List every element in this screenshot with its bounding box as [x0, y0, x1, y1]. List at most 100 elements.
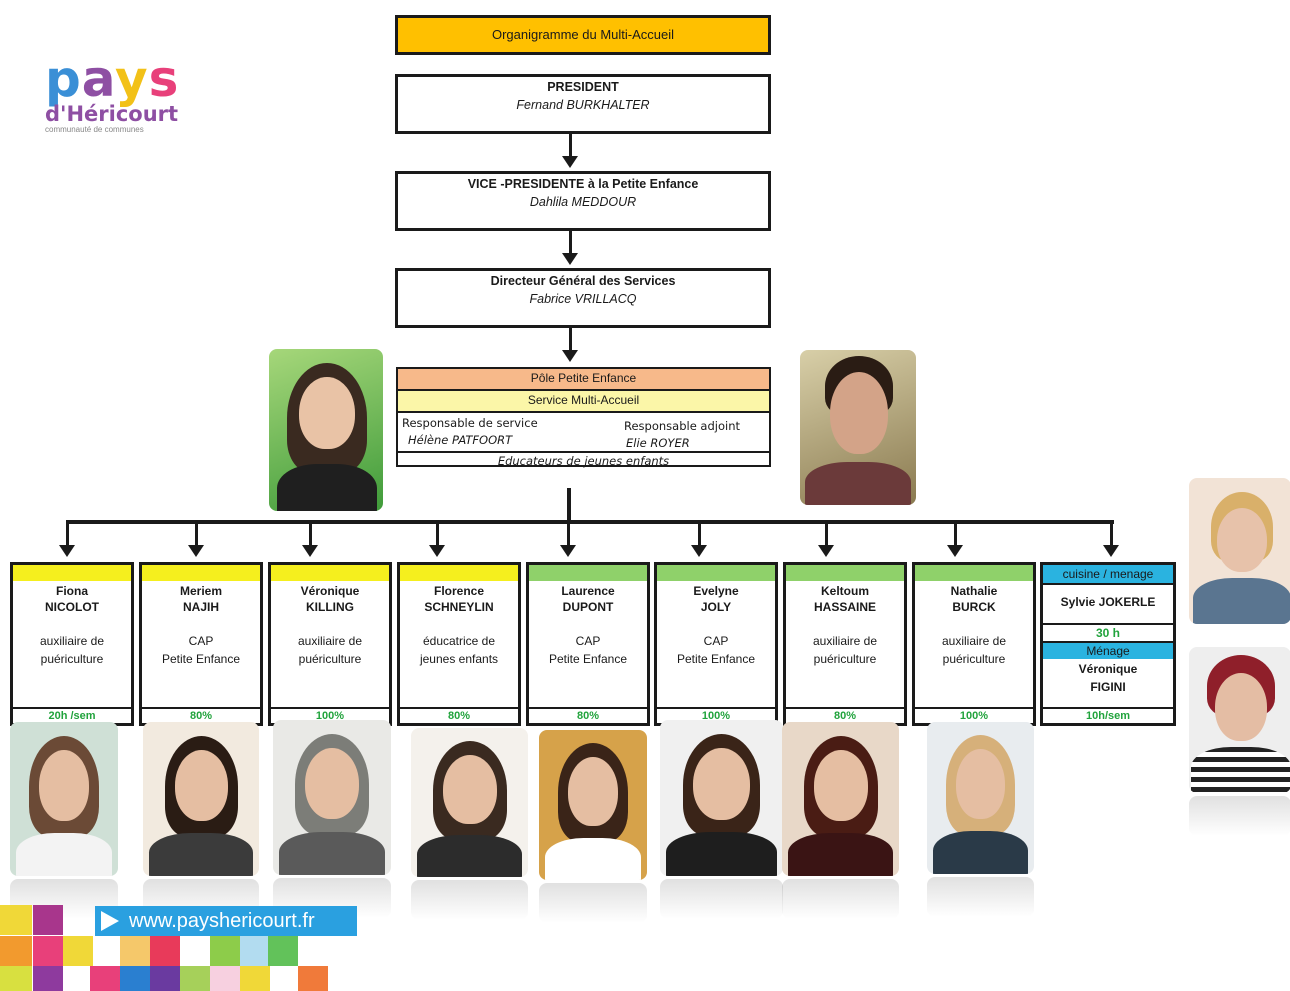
team-drop-arrow: [429, 545, 445, 557]
team-drop-line: [825, 522, 828, 546]
mosaic-square: [268, 936, 298, 966]
resp-name: Hélène PATFOORT: [408, 433, 513, 447]
staff-job-line2: puériculture: [813, 652, 877, 666]
staff-last-name: NAJIH: [182, 600, 219, 614]
website-url[interactable]: www.payshericourt.fr: [129, 910, 315, 932]
staff-card: Evelyne JOLY CAP Petite Enfance 100%: [654, 562, 778, 726]
mosaic-square: [33, 905, 63, 935]
team-drop-arrow: [947, 545, 963, 557]
staff-first-name: Meriem: [179, 584, 223, 598]
chart-title-text: Organigramme du Multi-Accueil: [491, 27, 675, 42]
dgs-name: Fabrice VRILLACQ: [529, 292, 637, 306]
staff-job-line1: CAP: [575, 634, 601, 648]
staff-job-line2: puériculture: [298, 652, 362, 666]
staff-first-name: Evelyne: [693, 584, 739, 598]
arrow-3: [562, 350, 578, 362]
staff-job: CAP Petite Enfance: [529, 632, 647, 668]
staff-band: [657, 565, 775, 581]
staff-job-line1: auxiliaire de: [39, 634, 105, 648]
staff-time: 100%: [271, 707, 389, 723]
president-box: PRESIDENT Fernand BURKHALTER: [395, 74, 771, 134]
staff-job-line1: éducatrice de: [422, 634, 496, 648]
photo-reflection: [539, 883, 647, 923]
staff-last-name: BURCK: [952, 600, 996, 614]
staff-card: Fiona NICOLOT auxiliaire de puériculture…: [10, 562, 134, 726]
mosaic-square: [240, 936, 270, 966]
logo: pays d'Héricourt communauté de communes: [45, 54, 210, 140]
staff-job: CAP Petite Enfance: [657, 632, 775, 668]
photo-staff: [143, 722, 259, 876]
mosaic-square: [0, 905, 32, 935]
mosaic-square: [240, 966, 270, 991]
photo-staff: [273, 720, 391, 875]
arrow-right-icon: [101, 911, 119, 931]
staff-first-name: Fiona: [56, 584, 88, 598]
president-role: PRESIDENT: [547, 80, 619, 94]
staff-last-name: HASSAINE: [813, 600, 876, 614]
staff-last-name: JOLY: [700, 600, 732, 614]
mosaic-square: [210, 936, 240, 966]
staff-job-line2: Petite Enfance: [548, 652, 628, 666]
photo-staff: [539, 730, 647, 880]
mosaic-square: [120, 966, 150, 991]
team-drop-arrow: [691, 545, 707, 557]
mosaic-square: [298, 966, 328, 991]
photo-staff: [10, 722, 118, 876]
team-drop-line: [436, 522, 439, 546]
team-drop-line: [195, 522, 198, 546]
staff-job-line2: Petite Enfance: [676, 652, 756, 666]
staff-time: 80%: [142, 707, 260, 723]
staff-time: 20h /sem: [13, 707, 131, 723]
staff-job-line1: CAP: [703, 634, 729, 648]
staff-band: [786, 565, 904, 581]
staff-job: auxiliaire de puériculture: [786, 632, 904, 668]
staff-job-line1: auxiliaire de: [812, 634, 878, 648]
staff-card: Meriem NAJIH CAP Petite Enfance 80%: [139, 562, 263, 726]
team-drop-line: [309, 522, 312, 546]
staff-band: [915, 565, 1033, 581]
staff-job-line1: CAP: [188, 634, 214, 648]
staff-card: Véronique KILLING auxiliaire de puéricul…: [268, 562, 392, 726]
connector-2: [569, 231, 572, 253]
pole-line1: Pôle Petite Enfance: [398, 369, 769, 391]
arrow-1: [562, 156, 578, 168]
team-drop-line: [1110, 522, 1113, 546]
photo-reflection: [927, 877, 1034, 917]
dgs-box: Directeur Général des Services Fabrice V…: [395, 268, 771, 328]
staff-band: [142, 565, 260, 581]
staff-first-name: Véronique: [300, 584, 360, 598]
staff-card: Florence SCHNEYLIN éducatrice de jeunes …: [397, 562, 521, 726]
staff-band: [13, 565, 131, 581]
staff-last-name: NICOLOT: [45, 600, 99, 614]
photo-cuisine-1: [1189, 478, 1290, 624]
photo-reflection: [782, 879, 899, 919]
photo-reflection: [660, 879, 783, 919]
photo-responsable-service: [269, 349, 383, 511]
staff-band: [271, 565, 389, 581]
staff-time: 80%: [786, 707, 904, 723]
photo-responsable-adjoint: [800, 350, 916, 505]
cuisine-time: 30 h: [1043, 625, 1173, 643]
staff-card: Laurence DUPONT CAP Petite Enfance 80%: [526, 562, 650, 726]
staff-last-name: DUPONT: [562, 600, 614, 614]
mosaic-square: [33, 936, 63, 966]
staff-last-name: KILLING: [306, 600, 354, 614]
team-drop-arrow: [59, 545, 75, 557]
staff-card: Keltoum HASSAINE auxiliaire de puéricult…: [783, 562, 907, 726]
team-vertical-line: [567, 488, 571, 522]
pole-footer: Educateurs de jeunes enfants: [497, 454, 670, 468]
team-drop-line: [954, 522, 957, 546]
logo-subtitle: d'Héricourt: [45, 102, 179, 126]
photo-staff: [927, 722, 1034, 874]
menage-time: 10h/sem: [1043, 707, 1173, 723]
connector-3: [569, 328, 572, 350]
pole-box: Pôle Petite Enfance Service Multi-Accuei…: [396, 367, 771, 468]
staff-job: auxiliaire de puériculture: [271, 632, 389, 668]
team-drop-line: [698, 522, 701, 546]
photo-staff: [411, 728, 528, 877]
staff-job-line1: auxiliaire de: [941, 634, 1007, 648]
mosaic-square: [180, 966, 210, 991]
logo-tagline: communauté de communes: [45, 125, 144, 134]
staff-job-line2: puériculture: [942, 652, 1006, 666]
staff-job-line2: puériculture: [40, 652, 104, 666]
